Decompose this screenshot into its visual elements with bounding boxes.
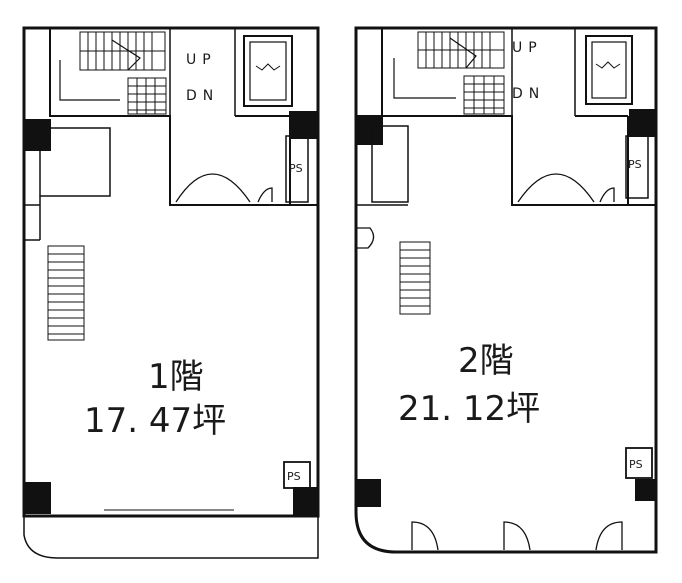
floor-2-elevator — [585, 35, 633, 105]
floor-1-side-stair — [47, 245, 85, 341]
floor-2-outer-wall — [354, 26, 658, 554]
floor-2-name: 2階 — [458, 341, 514, 381]
floor-1-stair-down-label: DN — [186, 88, 219, 104]
floor-2-column-bottom-left — [355, 479, 381, 507]
floor-2-shaft-bottom-label: PS — [629, 458, 643, 471]
floor-2-column-top-left — [355, 115, 383, 145]
floor-2-column-top-right — [629, 109, 657, 137]
floor-2-stair-up-label: UP — [512, 40, 543, 56]
floor-1-column-top-left — [23, 119, 51, 151]
floor-2-stair-down-label: DN — [512, 86, 545, 102]
floor-2-area: 21. 12坪 — [398, 389, 540, 429]
floor-1-plan — [22, 26, 320, 559]
floor-2-plan — [354, 26, 658, 554]
floor-1-front-extension — [23, 516, 319, 559]
floor-1-shaft-bottom-label: PS — [287, 470, 301, 483]
floor-1-elevator — [243, 35, 293, 107]
floor-2-side-stair — [399, 241, 431, 315]
floor-1-double-door — [175, 173, 251, 203]
floor-1-column-bottom-left — [23, 482, 51, 514]
floor-1-upper-stair — [59, 31, 167, 115]
floor-2-stair-core — [381, 28, 600, 206]
floor-1-name: 1階 — [148, 357, 204, 397]
floor-1-stair-up-label: UP — [186, 52, 217, 68]
floor-2-small-room — [371, 125, 409, 203]
floor-2-upper-stair — [393, 31, 505, 115]
floor-2-column-bottom-right — [635, 479, 657, 501]
floor-1-column-bottom-right — [293, 487, 319, 517]
floor-1-shaft-bottom — [283, 461, 311, 489]
floor-2-double-door — [517, 173, 595, 203]
floor-1-small-room — [39, 127, 111, 197]
floor-2-shaft-bottom — [625, 447, 653, 479]
floor-1-area: 17. 47坪 — [84, 401, 226, 441]
floor-1-shaft-top-label: PS — [289, 162, 303, 175]
floor-2-shaft-top-label: PS — [628, 158, 642, 171]
floor-1-column-top-right — [289, 111, 319, 139]
floor-2-bottom-doors — [411, 521, 623, 551]
floor-2-side-door — [356, 227, 375, 249]
floor-1-outer-wall — [22, 26, 320, 518]
